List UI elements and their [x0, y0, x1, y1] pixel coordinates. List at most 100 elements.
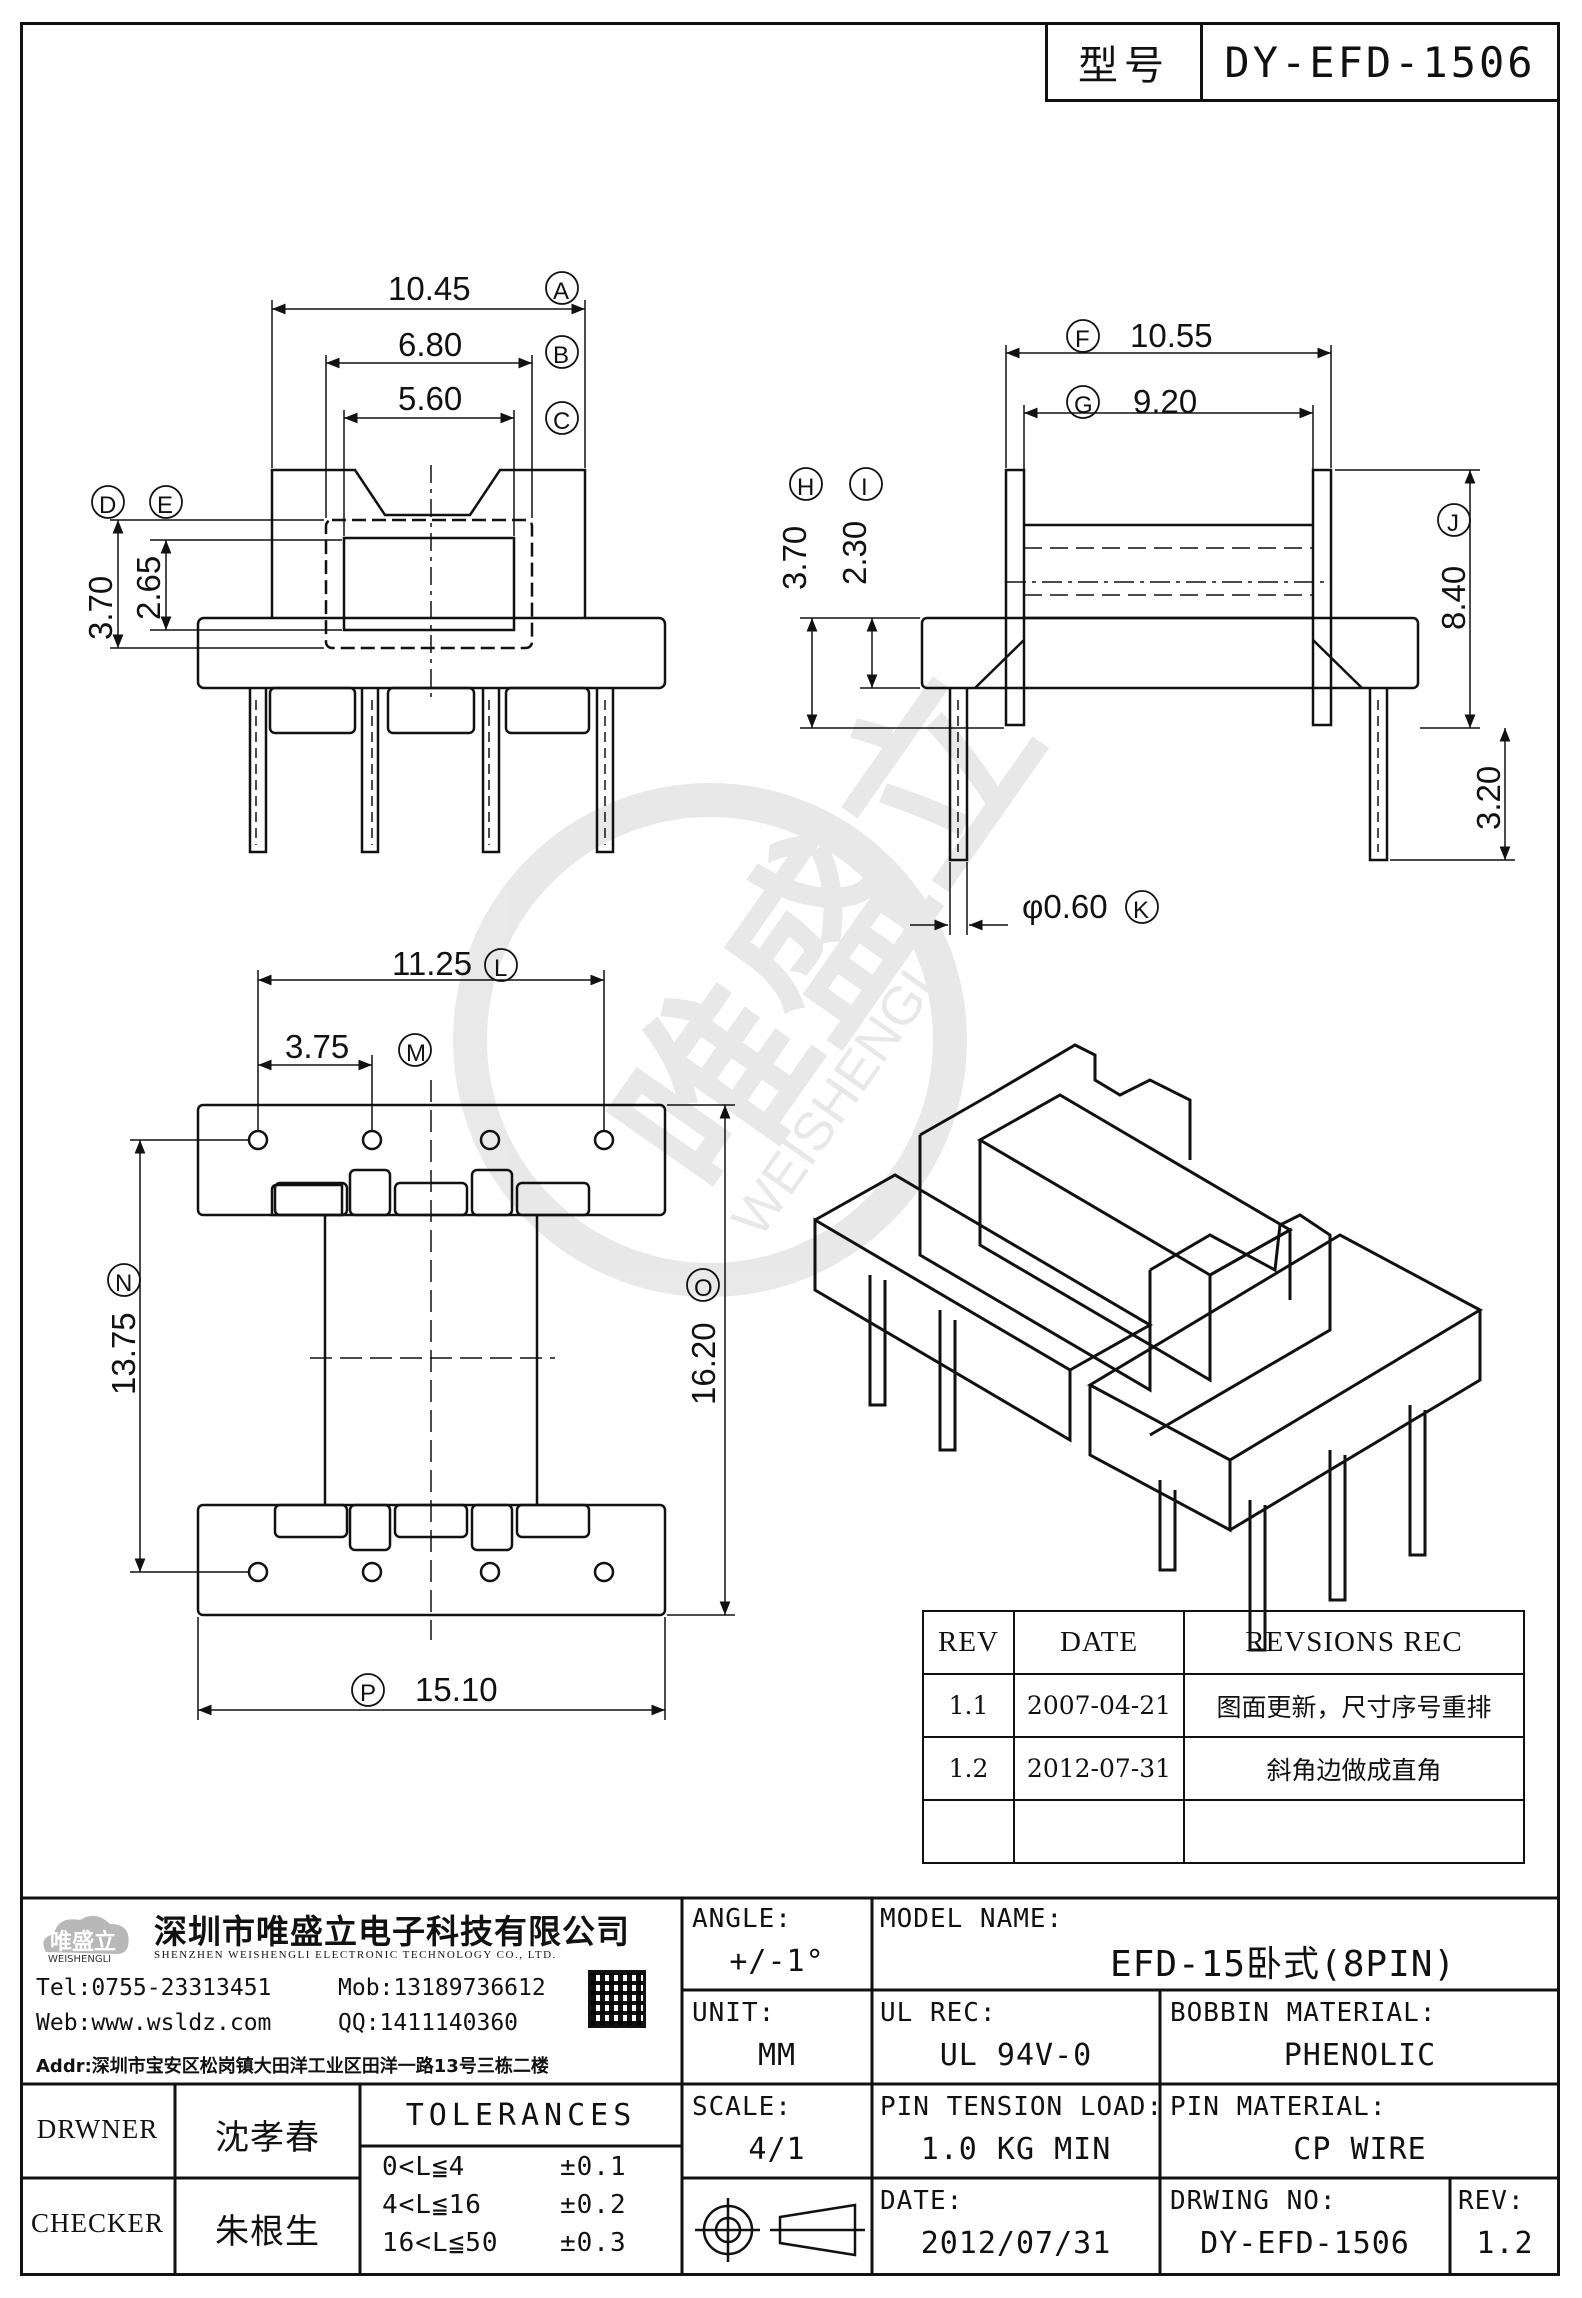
- rec-cell: [1183, 1799, 1525, 1864]
- angle-label: ANGLE:: [692, 1904, 792, 1934]
- dim-k-value: φ0.60: [1022, 888, 1108, 925]
- model-name-value: EFD-15卧式(8PIN): [1110, 1944, 1457, 1985]
- drawer-value: 沈孝春: [215, 2118, 320, 2158]
- model-name-label: MODEL NAME:: [880, 1904, 1064, 1934]
- dim-c-tag: C: [553, 408, 570, 435]
- logo-subtext: WEISHENGLI: [48, 1954, 112, 1965]
- dim-b-value: 6.80: [398, 326, 462, 363]
- date-cell: 2007-04-21: [1013, 1673, 1185, 1738]
- revision-table: REV DATE REVSIONS REC 1.1 2007-04-21 图面更…: [922, 1610, 1525, 1864]
- tolerance-value: ±0.3: [560, 2228, 627, 2258]
- rev-cell: 1.2: [922, 1736, 1015, 1801]
- revision-row: [922, 1799, 1525, 1864]
- dim-a-value: 10.45: [388, 270, 471, 307]
- rev-header: REV: [922, 1610, 1015, 1675]
- dim-f-tag: F: [1075, 326, 1090, 353]
- front-view: [196, 465, 667, 854]
- dim-e-value: 2.65: [130, 556, 167, 620]
- side-view: [920, 468, 1420, 862]
- rev-cell: 1.1: [922, 1673, 1015, 1738]
- dim-k-tag: K: [1133, 897, 1149, 924]
- date-cell: 2012-07-31: [1013, 1736, 1185, 1801]
- rec-cell: 图面更新，尺寸序号重排: [1183, 1673, 1525, 1738]
- dim-i-value: 2.30: [836, 521, 873, 585]
- scale-label: SCALE:: [692, 2092, 792, 2122]
- dimension-labels: 10.45 A 6.80 B 5.60 C D E 3.70 2.65 F 10…: [82, 270, 1507, 1708]
- rev-value: 1.2: [1476, 2226, 1534, 2261]
- dim-h-value: 3.70: [776, 526, 813, 590]
- dim-p-tag: P: [360, 1680, 376, 1707]
- pin-tension-label: PIN TENSION LOAD:: [880, 2092, 1164, 2122]
- company-tel: Tel:0755-23313451: [36, 1975, 272, 2001]
- drawer-label: DRWNER: [36, 2114, 159, 2144]
- dim-n-tag: N: [115, 1270, 132, 1297]
- unit-value: MM: [757, 2038, 797, 2073]
- front-pins: [248, 688, 615, 854]
- company-qq: QQ:1411140360: [338, 2010, 519, 2036]
- tolerance-range: 0<L≦4: [382, 2152, 466, 2182]
- dim-m-value: 3.75: [285, 1028, 349, 1065]
- pin-material-value: CP WIRE: [1293, 2132, 1427, 2167]
- qr-code-icon: [588, 1970, 646, 2028]
- date-label: DATE:: [880, 2186, 964, 2216]
- isometric-view: [813, 1043, 1484, 1652]
- pin-tension-value: 1.0 KG MIN: [920, 2132, 1112, 2167]
- cloud-logo-icon: [43, 1915, 129, 1954]
- revision-header-row: REV DATE REVSIONS REC: [922, 1610, 1525, 1675]
- dim-l-tag: L: [494, 955, 507, 982]
- scale-value: 4/1: [748, 2132, 806, 2167]
- tolerance-value: ±0.1: [560, 2152, 627, 2182]
- date-cell: [1013, 1799, 1185, 1864]
- revision-row: 1.1 2007-04-21 图面更新，尺寸序号重排: [922, 1673, 1525, 1738]
- tolerance-range: 4<L≦16: [382, 2190, 482, 2220]
- dim-j-value: 8.40: [1435, 566, 1472, 630]
- tolerance-value: ±0.2: [560, 2190, 627, 2220]
- dim-l-value: 11.25: [392, 945, 472, 982]
- rec-cell: 斜角边做成直角: [1183, 1736, 1525, 1801]
- company-name-cn: 深圳市唯盛立电子科技有限公司: [154, 1912, 630, 1951]
- tolerance-range: 16<L≦50: [382, 2228, 499, 2258]
- part-number-box: 型号 DY-EFD-1506: [1045, 22, 1560, 102]
- bobbin-material-label: BOBBIN MATERIAL:: [1170, 1998, 1437, 2028]
- bottom-dimensions: [130, 970, 735, 1720]
- dim-c-value: 5.60: [398, 380, 462, 417]
- dim-d-value: 3.70: [82, 576, 119, 640]
- unit-label: UNIT:: [692, 1998, 776, 2028]
- revision-row: 1.2 2012-07-31 斜角边做成直角: [922, 1736, 1525, 1801]
- company-web: Web:www.wsldz.com: [36, 2010, 272, 2036]
- dim-i-tag: I: [861, 474, 868, 501]
- pin-material-label: PIN MATERIAL:: [1170, 2092, 1387, 2122]
- dim-e-tag: E: [157, 492, 173, 519]
- dim-pin-length-value: 3.20: [1470, 766, 1507, 830]
- dim-p-value: 15.10: [415, 1671, 498, 1708]
- bobbin-material-value: PHENOLIC: [1283, 2038, 1437, 2073]
- dim-f-value: 10.55: [1130, 317, 1213, 354]
- dim-m-tag: M: [406, 1040, 426, 1067]
- ul-rec-label: UL REC:: [880, 1998, 997, 2028]
- dim-b-tag: B: [553, 342, 569, 369]
- dim-j-tag: J: [1447, 510, 1459, 537]
- drawing-sheet-border: [20, 22, 1560, 2276]
- company-name-en: SHENZHEN WEISHENGLI ELECTRONIC TECHNOLOG…: [154, 1949, 557, 1961]
- dim-d-tag: D: [99, 492, 116, 519]
- dim-o-value: 16.20: [685, 1322, 722, 1405]
- projection-symbol-icon: [695, 2198, 865, 2262]
- checker-value: 朱根生: [215, 2212, 320, 2252]
- date-header: DATE: [1013, 1610, 1185, 1675]
- logo-text: 唯盛立: [50, 1930, 117, 1955]
- dim-h-tag: H: [797, 474, 814, 501]
- type-label: 型号: [1048, 25, 1203, 99]
- drawing-no-value: DY-EFD-1506: [1200, 2226, 1410, 2261]
- date-value: 2012/07/31: [920, 2226, 1112, 2261]
- dim-o-tag: O: [694, 1275, 713, 1302]
- tolerances-label: TOLERANCES: [405, 2098, 637, 2133]
- dim-n-value: 13.75: [105, 1312, 142, 1395]
- checker-label: CHECKER: [30, 2208, 164, 2238]
- dim-a-tag: A: [553, 278, 569, 305]
- drawing-no-label: DRWING NO:: [1170, 2186, 1337, 2216]
- rev-label: REV:: [1458, 2186, 1525, 2216]
- revisions-rec-header: REVSIONS REC: [1183, 1610, 1525, 1675]
- rev-cell: [922, 1799, 1015, 1864]
